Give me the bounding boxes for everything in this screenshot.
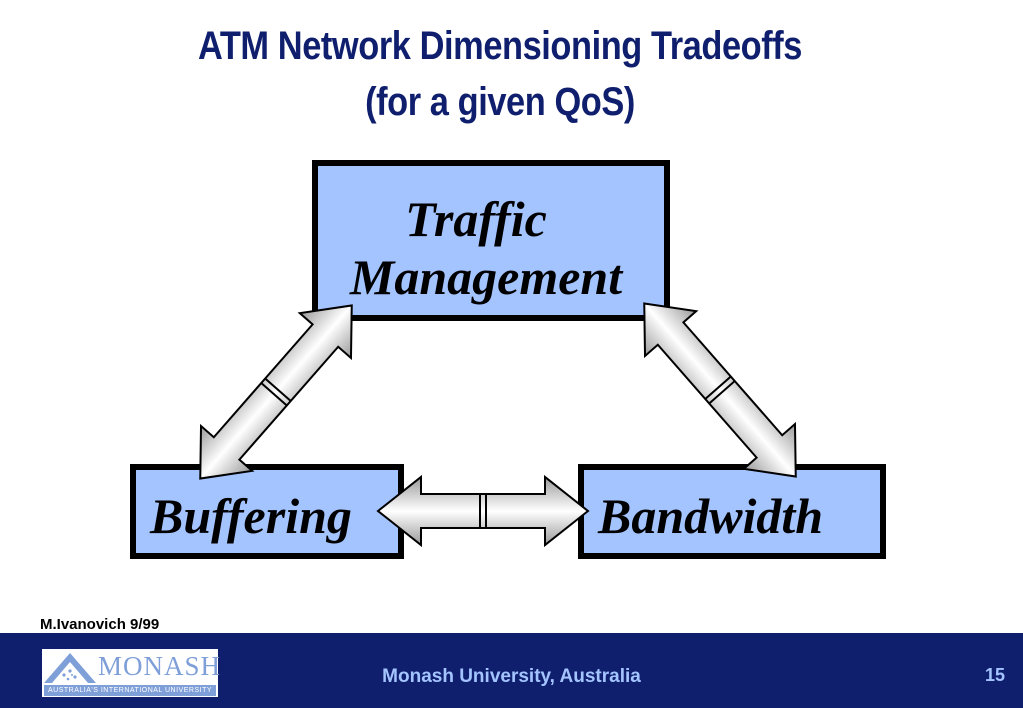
logo-wordmark: MONASH <box>98 651 222 681</box>
page-number: 15 <box>984 665 1005 685</box>
author-credit: M.Ivanovich 9/99 <box>40 616 160 633</box>
footer-bar: MONASH AUSTRALIA'S INTERNATIONAL UNIVERS… <box>0 633 1023 708</box>
monash-logo: MONASH AUSTRALIA'S INTERNATIONAL UNIVERS… <box>42 649 222 697</box>
traffic-management-label-1: Traffic <box>405 191 547 247</box>
traffic-management-box <box>312 160 670 321</box>
bandwidth-label: Bandwidth <box>597 488 823 544</box>
logo-tagline: AUSTRALIA'S INTERNATIONAL UNIVERSITY <box>44 685 216 696</box>
slide-title: ATM Network Dimensioning Tradeoffs (for … <box>70 18 930 130</box>
tradeoff-diagram: Traffic Management Buffering Bandwidth <box>130 160 886 559</box>
title-line-1: ATM Network Dimensioning Tradeoffs <box>197 24 802 68</box>
arrow-traffic-buffering <box>199 304 353 480</box>
arrow-buffering-bandwidth <box>376 474 590 548</box>
arrow-traffic-bandwidth <box>643 302 797 478</box>
footer-institution: Monash University, Australia <box>382 666 641 687</box>
monash-shield-icon <box>44 653 96 683</box>
title-line-2: (for a given QoS) <box>365 80 635 124</box>
buffering-label: Buffering <box>149 488 352 544</box>
bandwidth-box <box>578 464 886 559</box>
traffic-management-label-2: Management <box>349 249 624 305</box>
